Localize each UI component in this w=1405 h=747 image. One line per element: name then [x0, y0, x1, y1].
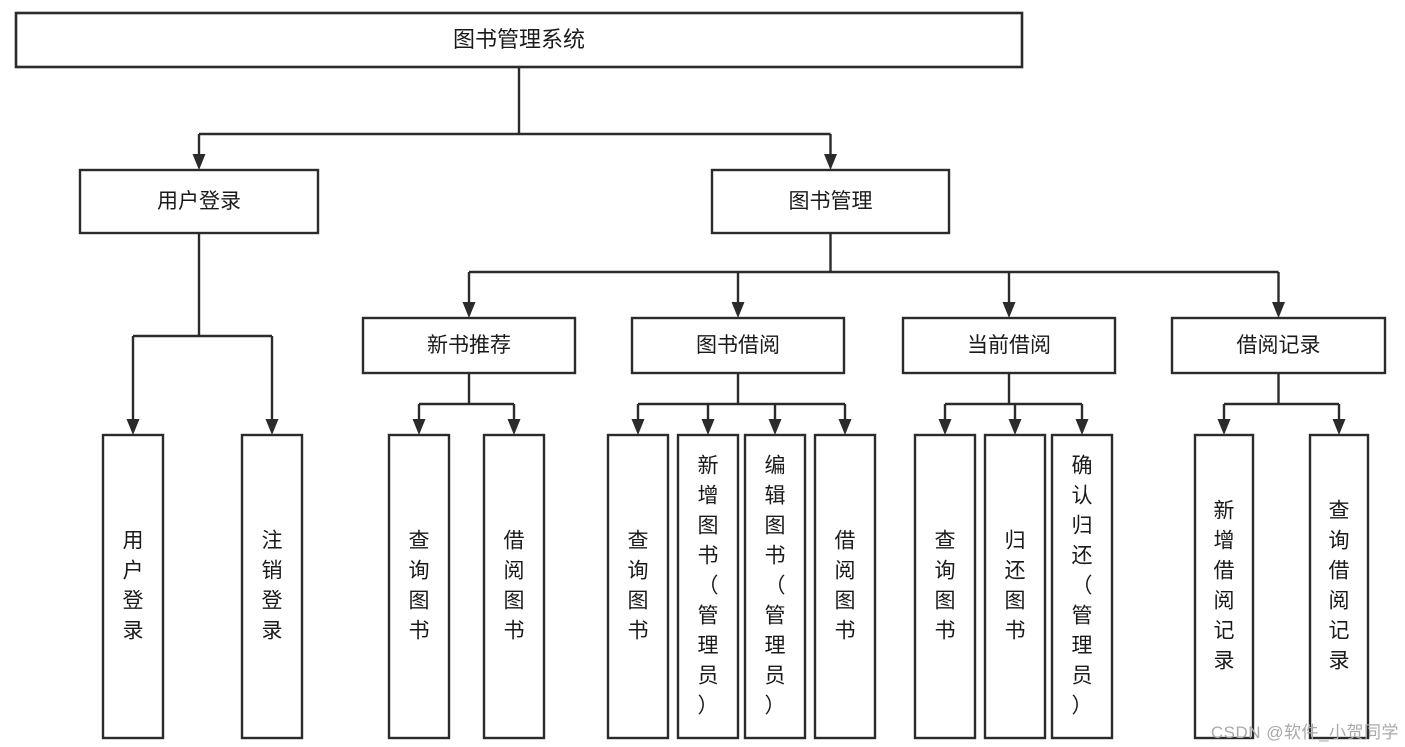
node-label: 借阅记录 — [1237, 334, 1321, 357]
node-box[interactable] — [14, 11, 1024, 69]
node-box[interactable] — [710, 168, 951, 235]
arrow-head-icon — [462, 302, 476, 318]
node-leaf-borrow-book-2[interactable]: 借阅图书 — [813, 433, 877, 740]
connector-layer — [126, 67, 1346, 435]
node-label: 图书管理系统 — [453, 27, 585, 52]
node-box[interactable] — [78, 168, 320, 235]
node-box[interactable] — [1308, 433, 1370, 740]
node-leaf-query-book-1[interactable]: 查询图书 — [387, 433, 451, 740]
node-label: 借阅图书 — [835, 529, 856, 642]
connector-group — [1217, 373, 1346, 435]
node-user-login[interactable]: 用户登录 — [78, 168, 320, 235]
node-box[interactable] — [387, 433, 451, 740]
node-label: 归还图书 — [1005, 529, 1026, 642]
node-label: 查询图书 — [935, 529, 956, 642]
arrow-head-icon — [507, 419, 521, 435]
node-box[interactable] — [101, 433, 165, 740]
node-label: 当前借阅 — [967, 334, 1051, 357]
node-leaf-borrow-book-1[interactable]: 借阅图书 — [482, 433, 546, 740]
node-leaf-query-record[interactable]: 查询借阅记录 — [1308, 433, 1370, 740]
node-label: 图书借阅 — [696, 334, 780, 357]
node-layer: 图书管理系统用户登录图书管理新书推荐图书借阅当前借阅借阅记录用户登录注销登录查询… — [14, 11, 1387, 740]
node-leaf-query-book-3[interactable]: 查询图书 — [913, 433, 977, 740]
node-label: 用户登录 — [123, 529, 144, 642]
node-leaf-query-book-2[interactable]: 查询图书 — [606, 433, 670, 740]
arrow-head-icon — [701, 419, 715, 435]
node-label: 用户登录 — [157, 190, 241, 213]
arrow-head-icon — [1332, 419, 1346, 435]
node-book-borrow[interactable]: 图书借阅 — [630, 316, 846, 375]
node-box[interactable] — [983, 433, 1047, 740]
node-label: 确认归还（管理员） — [1072, 454, 1093, 717]
node-label: 新增图书（管理员） — [698, 454, 719, 717]
node-box[interactable] — [913, 433, 977, 740]
node-label: 图书管理 — [789, 190, 873, 213]
node-box[interactable] — [1170, 316, 1387, 375]
node-label: 注销登录 — [262, 529, 283, 642]
node-leaf-add-record[interactable]: 新增借阅记录 — [1193, 433, 1255, 740]
arrow-head-icon — [631, 419, 645, 435]
arrow-head-icon — [1075, 419, 1089, 435]
arrow-head-icon — [824, 154, 837, 170]
node-box[interactable] — [482, 433, 546, 740]
node-current-borrow[interactable]: 当前借阅 — [901, 316, 1117, 375]
arrow-head-icon — [768, 419, 782, 435]
connector-group — [938, 373, 1089, 435]
node-box[interactable] — [813, 433, 877, 740]
node-box[interactable] — [240, 433, 304, 740]
node-label: 查询借阅记录 — [1329, 499, 1350, 672]
node-box[interactable] — [630, 316, 846, 375]
node-box[interactable] — [606, 433, 670, 740]
connector-group — [631, 373, 852, 435]
csdn-watermark: CSDN @软件_小贺同学 — [1210, 723, 1399, 742]
arrow-head-icon — [1217, 419, 1231, 435]
node-borrow-record[interactable]: 借阅记录 — [1170, 316, 1387, 375]
node-label: 查询图书 — [628, 529, 649, 642]
arrow-head-icon — [1008, 419, 1022, 435]
connector-group — [412, 373, 521, 435]
connector-group — [192, 67, 837, 170]
arrow-head-icon — [1002, 302, 1016, 318]
node-leaf-user-login[interactable]: 用户登录 — [101, 433, 165, 740]
node-label: 新增借阅记录 — [1214, 499, 1235, 672]
node-label: 借阅图书 — [504, 529, 525, 642]
arrow-head-icon — [192, 154, 206, 170]
node-box[interactable] — [1193, 433, 1255, 740]
node-book-manage[interactable]: 图书管理 — [710, 168, 951, 235]
node-label: 查询图书 — [409, 529, 430, 642]
arrow-head-icon — [126, 419, 140, 435]
node-label: 编辑图书（管理员） — [765, 454, 786, 717]
arrow-head-icon — [265, 419, 279, 435]
arrow-head-icon — [938, 419, 952, 435]
node-leaf-logout[interactable]: 注销登录 — [240, 433, 304, 740]
node-new-book-recommend[interactable]: 新书推荐 — [361, 316, 577, 375]
connector-group — [126, 233, 279, 435]
connector-group — [462, 233, 1285, 318]
node-box[interactable] — [361, 316, 577, 375]
node-leaf-confirm-return[interactable]: 确认归还（管理员） — [1050, 433, 1114, 740]
node-box[interactable] — [743, 433, 807, 740]
node-box[interactable] — [901, 316, 1117, 375]
node-root[interactable]: 图书管理系统 — [14, 11, 1024, 69]
node-leaf-edit-book[interactable]: 编辑图书（管理员） — [743, 433, 807, 740]
node-leaf-add-book[interactable]: 新增图书（管理员） — [676, 433, 740, 740]
node-box[interactable] — [1050, 433, 1114, 740]
node-label: 新书推荐 — [427, 334, 511, 357]
node-box[interactable] — [676, 433, 740, 740]
arrow-head-icon — [1272, 302, 1285, 318]
arrow-head-icon — [838, 419, 852, 435]
arrow-head-icon — [731, 302, 745, 318]
arrow-head-icon — [412, 419, 426, 435]
node-leaf-return-book[interactable]: 归还图书 — [983, 433, 1047, 740]
